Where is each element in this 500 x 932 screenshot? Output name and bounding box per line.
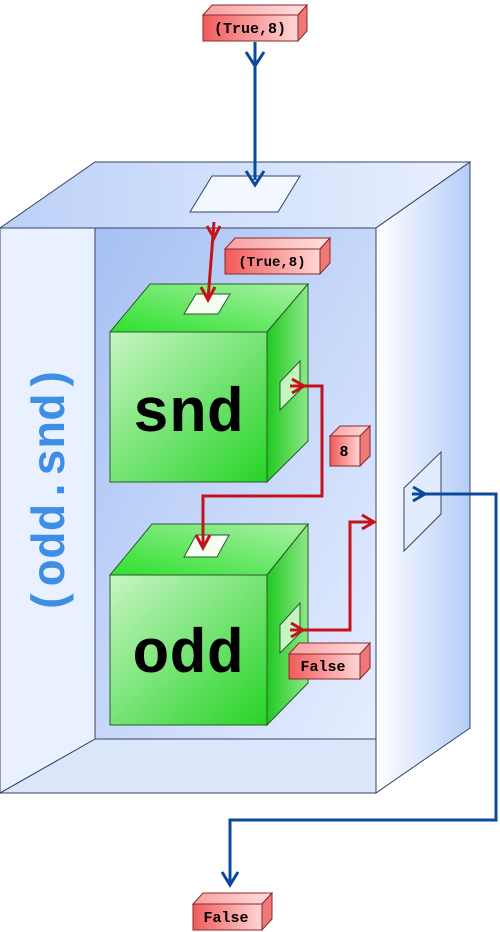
composite-label: (odd.snd) <box>26 366 78 614</box>
snd-function-cube <box>108 282 310 484</box>
odd-output-arrow-head-2 <box>361 513 377 531</box>
output-value-tag-inner <box>287 641 372 681</box>
snd-to-odd-arrow-head-1 <box>291 377 307 395</box>
output-value-tag-outer <box>191 891 274 932</box>
intermediate-value: 8 <box>339 444 348 461</box>
odd-label: odd <box>132 620 244 691</box>
snd-input-arrow-head-2 <box>199 286 217 304</box>
input-value-inner: (True,8) <box>238 255 305 271</box>
output-value-outer: False <box>203 910 248 927</box>
outer-output-flow <box>228 492 498 885</box>
snd-input-arrow-head-1 <box>205 225 222 242</box>
input-value-outer: (True,8) <box>214 21 286 38</box>
outer-output-arrow-head-2 <box>220 871 240 888</box>
odd-input-slot <box>183 534 230 558</box>
odd-output-flow <box>290 520 374 632</box>
snd-to-odd-flow <box>201 384 324 548</box>
snd-label: snd <box>132 379 244 450</box>
intermediate-value-tag <box>328 424 372 468</box>
output-value-inner: False <box>300 659 345 676</box>
odd-function-cube <box>108 522 310 727</box>
composite-output-slot <box>403 450 442 553</box>
odd-cube-front <box>109 574 268 726</box>
outer-output-arrow-head-1 <box>412 485 428 503</box>
composite-box-interior-left <box>0 227 96 794</box>
outer-input-arrow-head-1 <box>244 51 266 69</box>
snd-cube-front <box>109 331 268 483</box>
odd-output-arrow-head-1 <box>290 621 306 639</box>
input-value-tag-inner <box>223 236 332 276</box>
input-value-tag-outer <box>201 3 309 43</box>
outer-input-arrow-head-2 <box>244 170 266 188</box>
snd-to-odd-arrow-head-2 <box>194 534 212 552</box>
snd-input-slot <box>183 293 231 315</box>
composite-input-slot <box>189 175 301 213</box>
